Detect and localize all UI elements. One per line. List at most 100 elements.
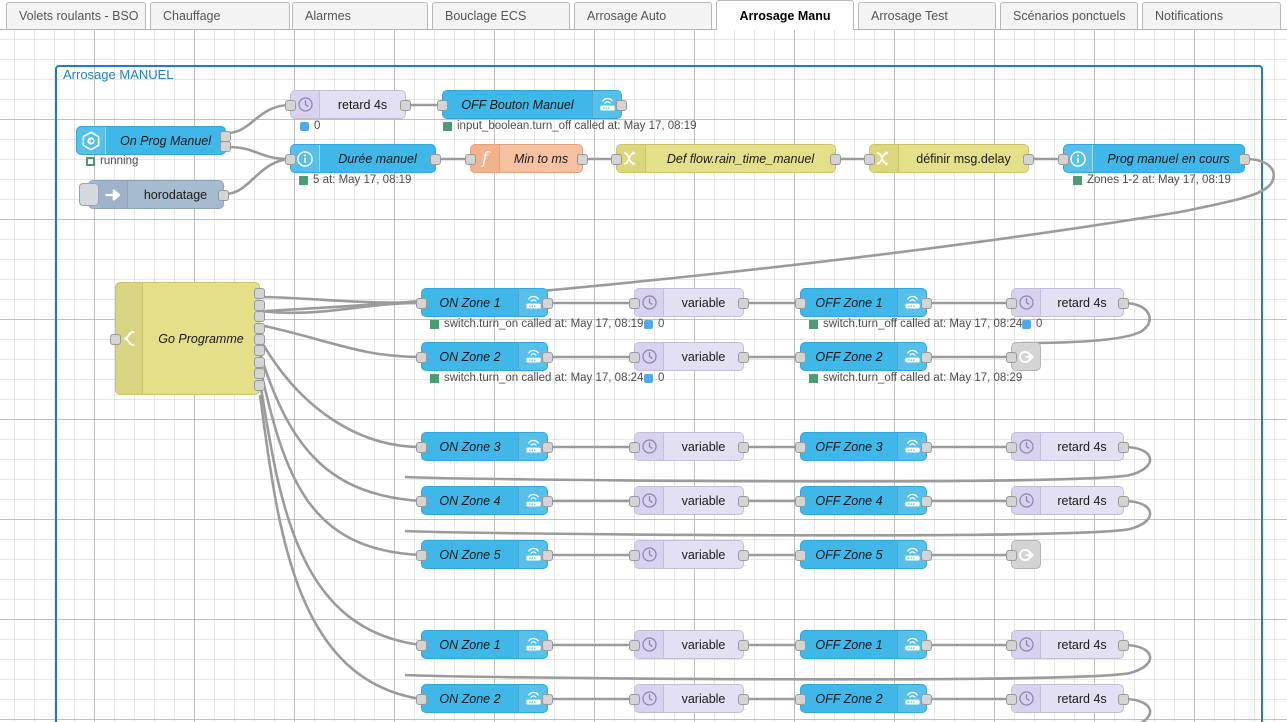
node-output-port[interactable] [921,694,932,705]
node-input-port[interactable] [1058,154,1069,165]
wire[interactable] [224,157,291,196]
node-input-port[interactable] [629,640,640,651]
node-off-zone-5[interactable]: OFF Zone 5 [795,540,932,569]
node-output-port[interactable] [542,352,553,363]
node-output-port[interactable] [254,334,265,345]
node-output-port[interactable] [921,550,932,561]
node-input-port[interactable] [629,298,640,309]
node-on-zone-5[interactable]: ON Zone 5 [416,540,553,569]
node-input-port[interactable] [416,496,427,507]
node-input-port[interactable] [629,496,640,507]
node-output-port[interactable] [254,288,265,300]
wire[interactable] [258,352,422,503]
node-output-port[interactable] [220,140,231,152]
node-input-port[interactable] [416,298,427,309]
node-off-zone-1[interactable]: OFF Zone 1 [795,288,932,317]
inject-trigger-button[interactable] [79,183,99,206]
node-output-port[interactable] [738,496,749,507]
node-output-port[interactable] [542,550,553,561]
wire[interactable] [259,301,422,315]
node-input-port[interactable] [1006,694,1017,705]
node-output-port[interactable] [738,352,749,363]
node-variable[interactable]: variable [629,288,749,317]
node-input-port[interactable] [416,694,427,705]
node-link-out-icon[interactable] [1006,342,1041,371]
flow-tab-chauffage[interactable]: Chauffage [150,2,290,29]
node-output-port[interactable] [254,368,265,380]
wire[interactable] [405,697,1152,722]
node-output-port[interactable] [738,442,749,453]
node-def-flow-rain-time-manuel[interactable]: Def flow.rain_time_manuel [611,144,841,173]
node-input-port[interactable] [629,550,640,561]
node-on-zone-1[interactable]: ON Zone 1 [416,288,553,317]
node-output-port[interactable] [254,299,265,311]
node-input-port[interactable] [416,550,427,561]
flow-tab-arrosage-auto[interactable]: Arrosage Auto [574,2,712,29]
node-output-port[interactable] [738,640,749,651]
node-output-port[interactable] [921,298,932,309]
flow-group-box[interactable] [55,65,1263,722]
node-prog-manuel-en-cours[interactable]: Prog manuel en cours [1058,144,1250,173]
wire[interactable] [404,499,1152,537]
node-output-port[interactable] [738,550,749,561]
node-output-port[interactable] [254,379,265,391]
flow-tab-alarmes[interactable]: Alarmes [292,2,428,29]
node-output-port[interactable] [1118,640,1129,651]
node-on-zone-1[interactable]: ON Zone 1 [416,630,553,659]
node-output-port[interactable] [738,694,749,705]
node-output-port[interactable] [616,100,627,111]
node-output-port[interactable] [430,154,441,165]
node-retard-4s[interactable]: retard 4s [1006,288,1129,317]
flow-tab-sc-narios-ponctuels[interactable]: Scénarios ponctuels [1000,2,1138,29]
node-input-port[interactable] [416,442,427,453]
node-output-port[interactable] [921,352,932,363]
node-variable[interactable]: variable [629,486,749,515]
node-input-port[interactable] [416,352,427,363]
wire[interactable] [258,338,422,449]
flow-tab-bouclage-ecs[interactable]: Bouclage ECS [432,2,570,29]
node-off-zone-2[interactable]: OFF Zone 2 [795,342,932,371]
node-output-port[interactable] [542,694,553,705]
wire[interactable] [258,380,422,647]
node-off-zone-3[interactable]: OFF Zone 3 [795,432,932,461]
node-output-port[interactable] [921,496,932,507]
node-input-port[interactable] [1006,352,1017,363]
node-input-port[interactable] [110,334,121,345]
wire[interactable] [226,145,291,161]
node-output-port[interactable] [1118,694,1129,705]
node-horodatage[interactable]: horodatage [79,180,229,209]
wire[interactable] [259,295,422,305]
node-on-zone-3[interactable]: ON Zone 3 [416,432,553,461]
node-input-port[interactable] [629,694,640,705]
node-retard-4s[interactable]: retard 4s [1006,486,1129,515]
node-output-port[interactable] [921,442,932,453]
node-input-port[interactable] [1006,550,1017,561]
flow-tab-arrosage-test[interactable]: Arrosage Test [858,2,996,29]
wire[interactable] [258,366,422,557]
node-output-port[interactable] [254,356,265,368]
node-input-port[interactable] [864,154,875,165]
node-output-port[interactable] [542,640,553,651]
flow-tab-arrosage-manu[interactable]: Arrosage Manu [716,0,854,30]
node-retard-4s[interactable]: retard 4s [1006,432,1129,461]
node-input-port[interactable] [795,496,806,507]
node-output-port[interactable] [254,345,265,357]
node-variable[interactable]: variable [629,540,749,569]
node-output-port[interactable] [254,311,265,323]
node-on-zone-2[interactable]: ON Zone 2 [416,684,553,713]
node-input-port[interactable] [795,298,806,309]
node-output-port[interactable] [577,154,588,165]
node-output-port[interactable] [1118,442,1129,453]
node-off-zone-1[interactable]: OFF Zone 1 [795,630,932,659]
node-input-port[interactable] [795,442,806,453]
node-off-zone-2[interactable]: OFF Zone 2 [795,684,932,713]
node-input-port[interactable] [629,442,640,453]
node-retard-4s[interactable]: retard 4s [1006,630,1129,659]
node-dur-e-manuel[interactable]: Durée manuel [285,144,441,173]
node-retard-4s[interactable]: retard 4s [285,90,411,119]
node-input-port[interactable] [1006,442,1017,453]
node-on-zone-4[interactable]: ON Zone 4 [416,486,553,515]
wire[interactable] [404,643,1152,681]
node-on-prog-manuel[interactable]: On Prog Manuel [76,126,231,155]
node-output-port[interactable] [1118,496,1129,507]
